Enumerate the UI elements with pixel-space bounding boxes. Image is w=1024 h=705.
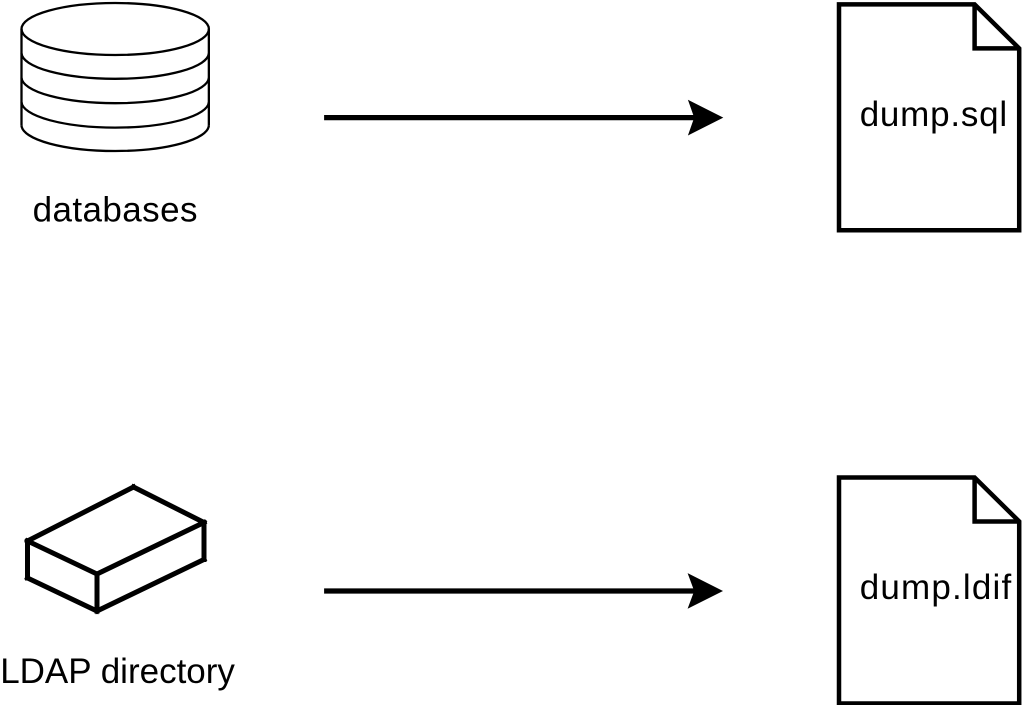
svg-text:LDAP directory: LDAP directory	[0, 652, 235, 691]
svg-text:dump.ldif: dump.ldif	[860, 568, 1013, 607]
svg-text:databases: databases	[33, 190, 198, 229]
svg-text:dump.sql: dump.sql	[860, 95, 1008, 134]
